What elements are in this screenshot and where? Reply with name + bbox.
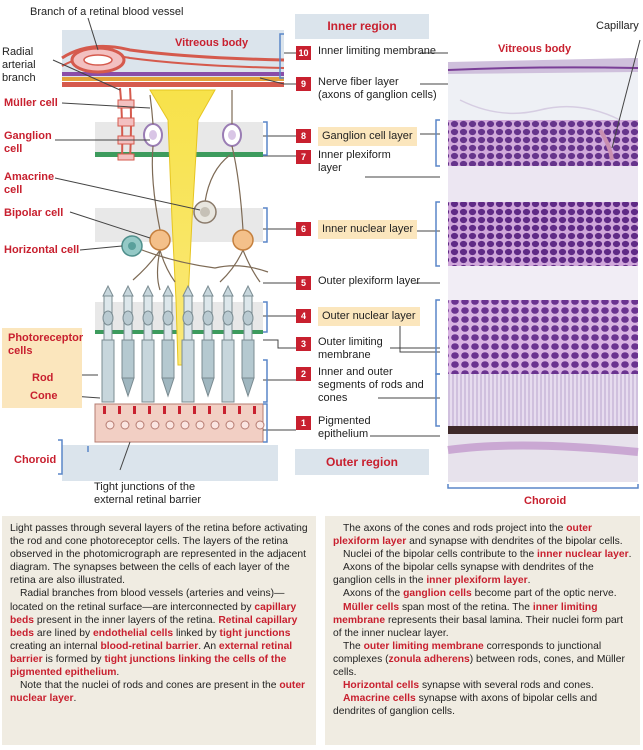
highlighted-term: Retinal capillary beds bbox=[10, 614, 298, 639]
body-text: Nuclei of the bipolar cells contribute t… bbox=[343, 549, 538, 561]
body-text: Axons of the bipolar cells synapse with … bbox=[333, 562, 594, 587]
layer-label-5: Outer plexiform layer bbox=[318, 275, 421, 287]
cone-label: Cone bbox=[30, 390, 58, 402]
layer-number-10: 10 bbox=[296, 46, 311, 60]
layer-label-7: Inner plexiform layer bbox=[318, 149, 391, 174]
outer-region-header: Outer region bbox=[295, 449, 429, 475]
left-paragraph: Light passes through several layers of t… bbox=[10, 522, 308, 587]
highlighted-term: outer limiting membrane bbox=[363, 640, 484, 652]
highlighted-term: blood-retinal barrier bbox=[100, 640, 199, 652]
body-text: . bbox=[527, 575, 531, 587]
layer-number-5: 5 bbox=[296, 276, 311, 290]
muller-cell-label: Müller cell bbox=[4, 97, 58, 109]
right-paragraph: Axons of the bipolar cells synapse with … bbox=[333, 561, 632, 587]
ganglion-cell-label: Ganglion cell bbox=[4, 130, 52, 155]
layer-number-8: 8 bbox=[296, 129, 311, 143]
highlighted-term: ganglion cells bbox=[403, 588, 472, 600]
body-text: The axons of the cones and rods project … bbox=[343, 523, 567, 534]
highlighted-term: external retinal barrier bbox=[10, 640, 293, 665]
body-text: The bbox=[343, 640, 364, 652]
body-text: . An bbox=[198, 640, 219, 652]
micrograph-vitreous-label: Vitreous body bbox=[498, 43, 572, 55]
highlighted-term: inner plexiform layer bbox=[426, 575, 528, 587]
highlighted-term: inner limiting membrane bbox=[333, 601, 598, 626]
body-text: . bbox=[628, 549, 632, 561]
highlighted-term: outer nuclear layer bbox=[10, 680, 306, 705]
highlighted-term: Amacrine cells bbox=[343, 693, 416, 705]
layer-label-10: Inner limiting membrane bbox=[318, 45, 436, 57]
highlighted-term: capillary beds bbox=[10, 601, 297, 626]
amacrine-cell-label: Amacrine cell bbox=[4, 171, 55, 196]
micrograph-choroid-label: Choroid bbox=[524, 495, 567, 507]
body-text: Radial branches from blood vessels (arte… bbox=[10, 588, 285, 613]
radial-arterial-branch-label: Radial arterial branch bbox=[2, 46, 36, 84]
body-text: corresponds to junctional complexes ( bbox=[333, 640, 602, 665]
body-text: span most of the retina. The bbox=[399, 601, 533, 613]
body-text: and synapse with dendrites of the bipola… bbox=[406, 536, 623, 548]
body-text: present in the inner layers of the retin… bbox=[34, 614, 219, 626]
inner-region-header: Inner region bbox=[295, 14, 429, 39]
highlighted-term: zonula adherens bbox=[388, 653, 470, 665]
layer-number-4: 4 bbox=[296, 309, 311, 323]
highlighted-term: Horizontal cells bbox=[343, 680, 420, 692]
right-text-body: The axons of the cones and rods project … bbox=[333, 522, 632, 718]
highlighted-term: endothelial cells bbox=[93, 627, 174, 639]
rod-label: Rod bbox=[32, 372, 54, 384]
layer-label-4: Outer nuclear layer bbox=[318, 307, 420, 326]
highlighted-term: Müller cells bbox=[343, 601, 400, 613]
left-text-panel: Light passes through several layers of t… bbox=[2, 516, 316, 745]
body-text: linked by bbox=[173, 627, 220, 639]
body-text: . bbox=[73, 693, 77, 705]
bipolar-cell-label: Bipolar cell bbox=[4, 207, 64, 219]
layer-label-8: Ganglion cell layer bbox=[318, 127, 417, 146]
body-text: are lined by bbox=[34, 627, 94, 639]
layer-number-2: 2 bbox=[296, 367, 311, 381]
layer-number-9: 9 bbox=[296, 77, 311, 91]
body-text: become part of the optic nerve. bbox=[471, 588, 617, 600]
highlighted-term: tight junctions bbox=[219, 627, 291, 639]
body-text: . bbox=[116, 667, 120, 679]
vitreous-body-label: Vitreous body bbox=[175, 37, 249, 49]
photoreceptor-cells-label: Photoreceptor cells bbox=[8, 332, 84, 357]
left-paragraph: Radial branches from blood vessels (arte… bbox=[10, 587, 308, 679]
body-text: synapse with several rods and cones. bbox=[419, 680, 594, 692]
highlighted-term: tight junctions linking the cells of the… bbox=[10, 653, 287, 679]
body-text: Axons of the bbox=[343, 588, 404, 600]
body-text: synapse with axons of bipolar cells and … bbox=[333, 693, 598, 718]
capillary-label: Capillary bbox=[596, 20, 639, 32]
layer-label-9: Nerve fiber layer (axons of ganglion cel… bbox=[318, 76, 437, 101]
layer-number-6: 6 bbox=[296, 222, 311, 236]
right-paragraph: Horizontal cells synapse with several ro… bbox=[333, 679, 632, 692]
layer-label-2: Inner and outer segments of rods and con… bbox=[318, 366, 424, 404]
left-text-body: Light passes through several layers of t… bbox=[10, 522, 308, 705]
body-text: ) between rods, cones, and Müller cells. bbox=[333, 653, 625, 679]
body-text: is formed by bbox=[42, 653, 105, 665]
choroid-label: Choroid bbox=[14, 454, 57, 466]
right-paragraph: Nuclei of the bipolar cells contribute t… bbox=[333, 548, 632, 561]
layer-label-3: Outer limiting membrane bbox=[318, 336, 383, 361]
body-text: represents their basal lamina. Their nuc… bbox=[333, 614, 623, 639]
horizontal-cell-label: Horizontal cell bbox=[4, 244, 80, 256]
branch-vessel-label: Branch of a retinal blood vessel bbox=[30, 6, 184, 18]
layer-label-1: Pigmented epithelium bbox=[318, 415, 371, 440]
layer-number-1: 1 bbox=[296, 416, 311, 430]
highlighted-term: inner nuclear layer bbox=[537, 549, 629, 561]
body-text: creating an internal bbox=[10, 640, 101, 652]
layer-number-3: 3 bbox=[296, 337, 311, 351]
layer-number-7: 7 bbox=[296, 150, 311, 164]
right-paragraph: Müller cells span most of the retina. Th… bbox=[333, 601, 632, 640]
right-paragraph: Amacrine cells synapse with axons of bip… bbox=[333, 692, 632, 718]
photoreceptor-box bbox=[2, 328, 82, 408]
left-paragraph: Note that the nuclei of rods and cones a… bbox=[10, 679, 308, 705]
right-paragraph: Axons of the ganglion cells become part … bbox=[333, 587, 632, 600]
layer-label-6: Inner nuclear layer bbox=[318, 220, 418, 239]
highlighted-term: outer plexiform layer bbox=[333, 523, 592, 548]
body-text: Note that the nuclei of rods and cones a… bbox=[20, 680, 280, 692]
right-paragraph: The outer limiting membrane corresponds … bbox=[333, 640, 632, 679]
body-text: Light passes through several layers of t… bbox=[10, 523, 308, 587]
retina-diagram-drawing bbox=[52, 17, 641, 489]
tight-junctions-label: Tight junctions of the external retinal … bbox=[94, 481, 201, 506]
right-text-panel: The axons of the cones and rods project … bbox=[325, 516, 640, 745]
right-paragraph: The axons of the cones and rods project … bbox=[333, 522, 632, 548]
